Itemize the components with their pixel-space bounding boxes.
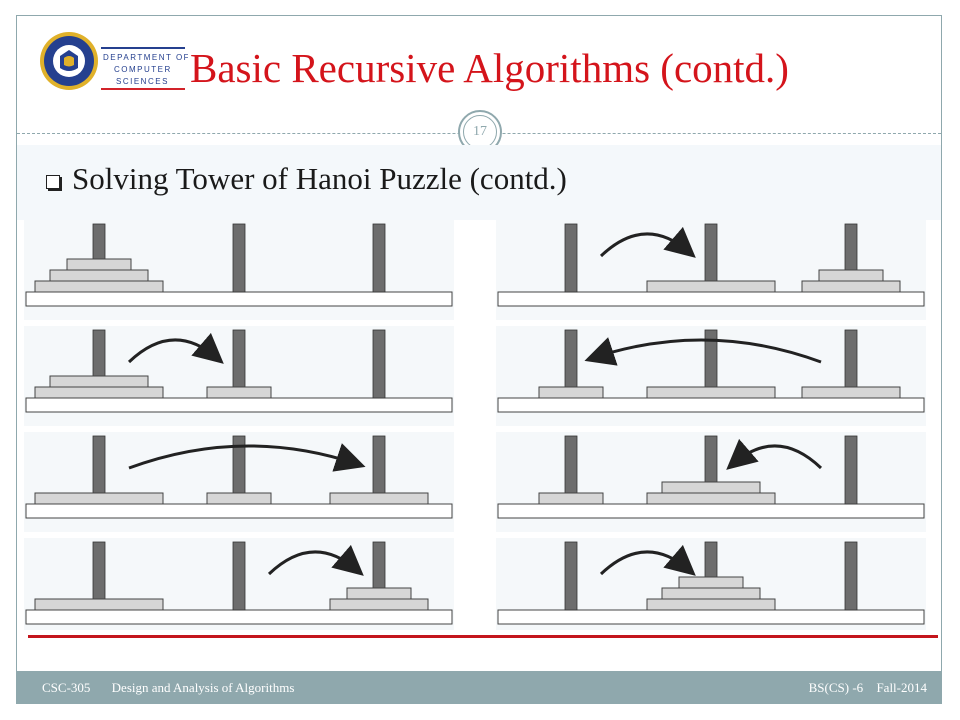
footer-rule bbox=[28, 635, 938, 638]
hanoi-peg bbox=[564, 223, 578, 293]
hanoi-base bbox=[25, 397, 453, 413]
hanoi-base bbox=[25, 291, 453, 307]
logo-dept-line2: COMPUTER bbox=[114, 65, 172, 74]
hanoi-peg bbox=[372, 223, 386, 293]
move-arrow-icon bbox=[599, 226, 696, 258]
footer-program: BS(CS) -6 bbox=[808, 680, 864, 695]
move-arrow-icon bbox=[127, 332, 224, 364]
subtitle-band bbox=[17, 145, 941, 220]
hanoi-disk bbox=[49, 375, 149, 388]
hanoi-peg bbox=[232, 541, 246, 611]
hanoi-disk bbox=[646, 386, 776, 399]
footer-term: Fall-2014 bbox=[876, 680, 927, 695]
hanoi-base bbox=[25, 609, 453, 625]
hanoi-base bbox=[497, 291, 925, 307]
hanoi-disk bbox=[801, 280, 901, 293]
hanoi-peg bbox=[564, 541, 578, 611]
hanoi-peg bbox=[232, 223, 246, 293]
hanoi-disk bbox=[646, 598, 776, 611]
hanoi-disk bbox=[646, 492, 776, 505]
logo-dept-line3: SCIENCES bbox=[116, 77, 169, 86]
hanoi-disk bbox=[206, 492, 272, 505]
footer-course-code: CSC-305 bbox=[42, 680, 91, 695]
hanoi-disk bbox=[34, 280, 164, 293]
hanoi-base bbox=[497, 609, 925, 625]
hanoi-peg bbox=[844, 541, 858, 611]
tower-of-hanoi-figure bbox=[24, 220, 926, 630]
hanoi-disk bbox=[818, 269, 884, 282]
hanoi-disk bbox=[646, 280, 776, 293]
logo-dept-line1: DEPARTMENT OF bbox=[103, 53, 188, 62]
slide-subtitle: Solving Tower of Hanoi Puzzle (contd.) bbox=[72, 161, 567, 196]
move-arrow-icon bbox=[128, 443, 366, 472]
hanoi-disk bbox=[66, 258, 132, 271]
move-arrow-icon bbox=[726, 438, 823, 470]
hanoi-disk bbox=[329, 598, 429, 611]
hanoi-base bbox=[25, 503, 453, 519]
slide-number: 17 bbox=[463, 115, 497, 149]
hanoi-disk bbox=[538, 492, 604, 505]
hanoi-disk bbox=[34, 386, 164, 399]
hanoi-peg bbox=[844, 435, 858, 505]
hanoi-disk bbox=[206, 386, 272, 399]
footer-course-name: Design and Analysis of Algorithms bbox=[111, 680, 295, 695]
hanoi-disk bbox=[661, 587, 761, 600]
hanoi-disk bbox=[801, 386, 901, 399]
department-logo: DEPARTMENT OF COMPUTER SCIENCES bbox=[40, 32, 188, 90]
move-arrow-icon bbox=[267, 544, 364, 576]
hanoi-disk bbox=[34, 492, 164, 505]
hanoi-base bbox=[497, 397, 925, 413]
move-arrow-icon bbox=[599, 544, 696, 576]
hanoi-disk bbox=[329, 492, 429, 505]
hanoi-disk bbox=[49, 269, 149, 282]
hanoi-base bbox=[497, 503, 925, 519]
hanoi-disk bbox=[538, 386, 604, 399]
footer-bar: CSC-305 Design and Analysis of Algorithm… bbox=[17, 671, 941, 703]
hanoi-disk bbox=[34, 598, 164, 611]
slide-title: Basic Recursive Algorithms (contd.) bbox=[190, 45, 789, 91]
hanoi-disk bbox=[661, 481, 761, 494]
hanoi-peg bbox=[372, 329, 386, 399]
checkbox-bullet-icon bbox=[46, 175, 60, 189]
hanoi-disk bbox=[678, 576, 744, 589]
hanoi-disk bbox=[346, 587, 412, 600]
move-arrow-icon bbox=[584, 337, 822, 366]
